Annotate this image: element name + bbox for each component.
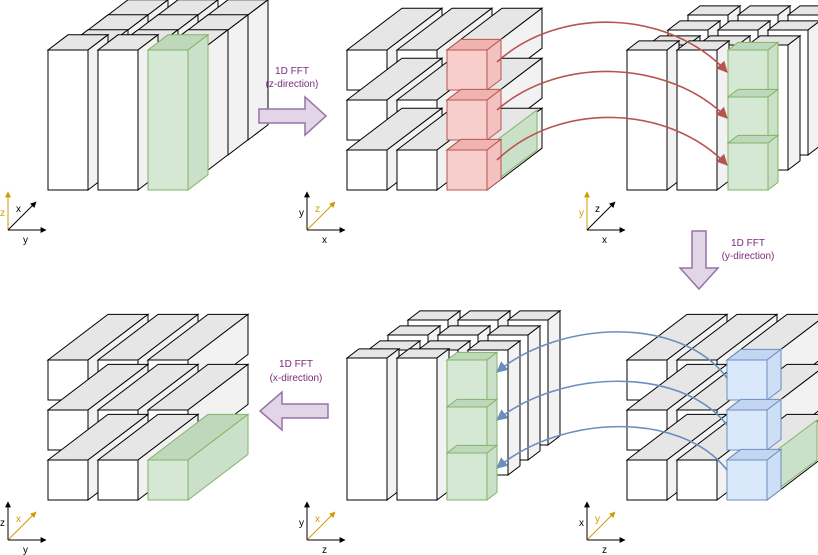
- axes-5-up-label: y: [299, 518, 304, 529]
- blue-cube-0: [725, 348, 783, 402]
- axes-5-diag-label: x: [315, 514, 320, 525]
- axes-2-right-label: x: [322, 235, 327, 246]
- step-label-y-line2: (y-direction): [722, 251, 775, 262]
- slab-front-1: [625, 39, 681, 192]
- blue-arrow-0: [496, 331, 728, 379]
- green-cube-0: [445, 351, 499, 409]
- panel-3-slabs-y: [625, 4, 818, 192]
- step-label-x-line1: 1D FFT: [279, 359, 313, 370]
- axes-4-diag-label: x: [16, 514, 21, 525]
- axes-6-right-label: z: [602, 545, 607, 555]
- panel-2-cubes-z-fft: [345, 7, 544, 192]
- blue-cube-1: [725, 398, 783, 452]
- blue-cube-2: [725, 448, 783, 502]
- axes-2-diag-label: z: [315, 204, 320, 215]
- green-cube-2: [726, 134, 780, 192]
- red-cube-0: [445, 38, 503, 92]
- red-arrow-1: [496, 70, 728, 119]
- red-cube-1: [445, 88, 503, 142]
- axes-6-up-label: x: [579, 518, 584, 529]
- axes-2-up-label: y: [299, 208, 304, 219]
- step-arrow-x-shape: [258, 390, 329, 432]
- slab-front-2: [395, 347, 451, 502]
- red-cube-2: [445, 138, 503, 192]
- panel-6-cubes-y-fft: [625, 313, 818, 502]
- axes-5-right-label: z: [322, 545, 327, 555]
- axes-1-right-label: y: [23, 235, 28, 246]
- axes-6-diag-label: y: [595, 514, 600, 525]
- blue-arrow-2: [496, 425, 728, 471]
- transpose-arrows-red: [496, 21, 728, 166]
- step-label-y-line1: 1D FFT: [731, 238, 765, 249]
- panel-5-slabs-x-result: [46, 313, 250, 502]
- step-label-z-line2: (z-direction): [266, 79, 319, 90]
- axes-3-up-label: y: [579, 208, 584, 219]
- slab-front-3-highlight: [146, 33, 210, 192]
- axes-1-diag-label: x: [16, 204, 21, 215]
- step-arrow-y: 1D FFT (y-direction): [678, 230, 775, 291]
- red-arrow-0: [496, 21, 728, 73]
- transpose-arrows-blue: [496, 331, 728, 471]
- slab-front-2: [675, 39, 731, 192]
- step-arrow-x: 1D FFT (x-direction): [258, 359, 329, 432]
- axes-4-right-label: y: [23, 545, 28, 555]
- green-cube-2: [445, 444, 499, 502]
- step-label-z-line1: 1D FFT: [275, 66, 309, 77]
- axes-1-up-label: z: [0, 208, 5, 219]
- panel-1-slabs-x: [46, 0, 269, 192]
- panel-4-slabs-x-fft: [345, 309, 562, 502]
- step-arrow-z-shape: [258, 95, 328, 137]
- bar-r2-c2: [146, 413, 250, 502]
- step-arrow-y-shape: [678, 230, 720, 291]
- red-arrow-2: [496, 116, 728, 166]
- slab-front-1: [345, 347, 401, 502]
- step-arrow-z: 1D FFT (z-direction): [258, 66, 328, 137]
- axes-3-diag-label: z: [595, 204, 600, 215]
- axes-4-up-label: z: [0, 518, 5, 529]
- blue-arrow-1: [496, 380, 728, 426]
- green-cube-0: [726, 41, 780, 99]
- step-label-x-line2: (x-direction): [270, 373, 323, 384]
- axes-3-right-label: x: [602, 235, 607, 246]
